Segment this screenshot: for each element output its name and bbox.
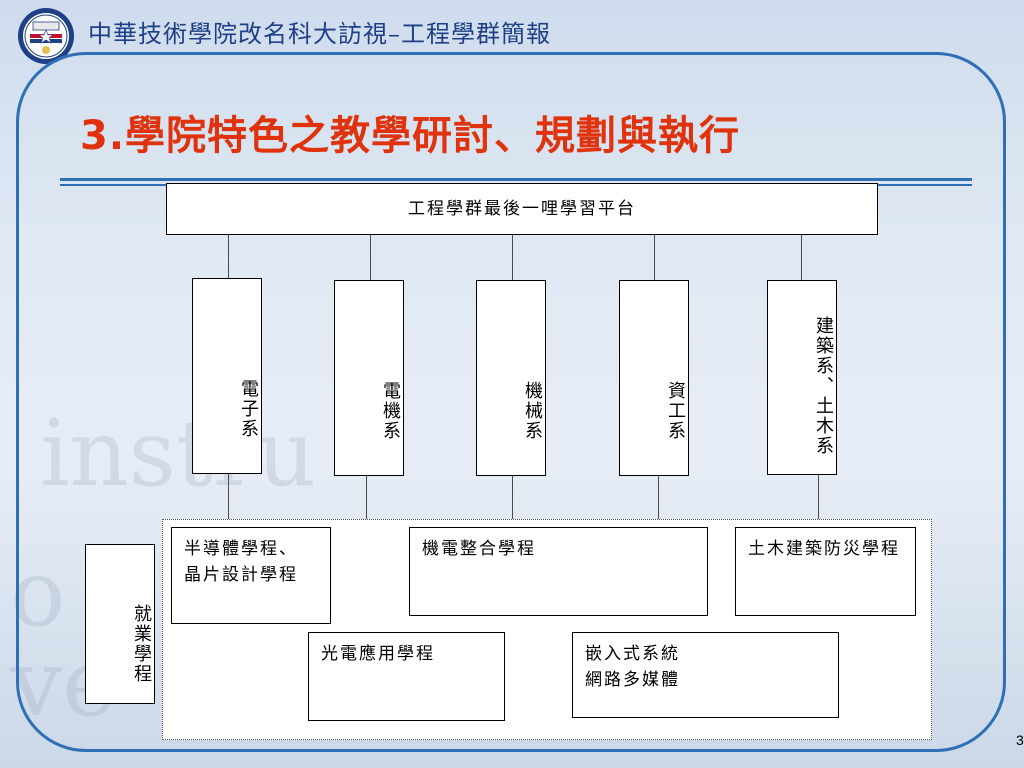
page-number: 3: [1016, 732, 1024, 748]
connector-line: [512, 476, 513, 520]
title-rule-top: [60, 178, 972, 181]
department-label: 電機系: [380, 381, 401, 441]
program-box-optoelectronics: 光電應用學程: [308, 632, 505, 721]
header-bar: 中華技術學院改名科大訪視–工程學群簡報: [0, 0, 1024, 64]
school-seal-logo: [18, 8, 74, 64]
program-box-disaster-prevention: 土木建築防災學程: [735, 527, 916, 616]
department-label: 電子系: [238, 379, 259, 439]
connector-line: [801, 234, 802, 280]
header-title: 中華技術學院改名科大訪視–工程學群簡報: [88, 20, 551, 48]
program-box-embedded-multimedia: 嵌入式系統 網路多媒體: [572, 632, 839, 718]
connector-line: [512, 234, 513, 280]
department-box-computer: 資工系: [619, 280, 689, 476]
connector-line: [366, 476, 367, 520]
department-label: 建築系、土木系: [813, 315, 834, 456]
department-box-electronics: 電子系: [192, 278, 262, 474]
department-box-architecture-civil: 建築系、土木系: [767, 280, 837, 475]
connector-line: [818, 474, 819, 520]
department-label: 機械系: [522, 381, 543, 441]
department-label: 資工系: [665, 381, 686, 441]
program-box-mechatronics: 機電整合學程: [409, 527, 708, 616]
department-box-mechanical: 機械系: [476, 280, 546, 476]
platform-box: 工程學群最後一哩學習平台: [166, 183, 878, 235]
connector-line: [654, 234, 655, 280]
connector-line: [658, 476, 659, 520]
slide-frame: [16, 52, 1006, 752]
department-box-electrical: 電機系: [334, 280, 404, 476]
employment-program-box: 就業學程: [85, 544, 155, 704]
connector-line: [228, 474, 229, 520]
connector-line: [228, 234, 229, 278]
connector-line: [370, 234, 371, 280]
employment-program-label: 就業學程: [131, 604, 152, 684]
slide-title: 3.學院特色之教學研討、規劃與執行: [80, 113, 741, 159]
program-box-semiconductor: 半導體學程、 晶片設計學程: [171, 527, 331, 624]
